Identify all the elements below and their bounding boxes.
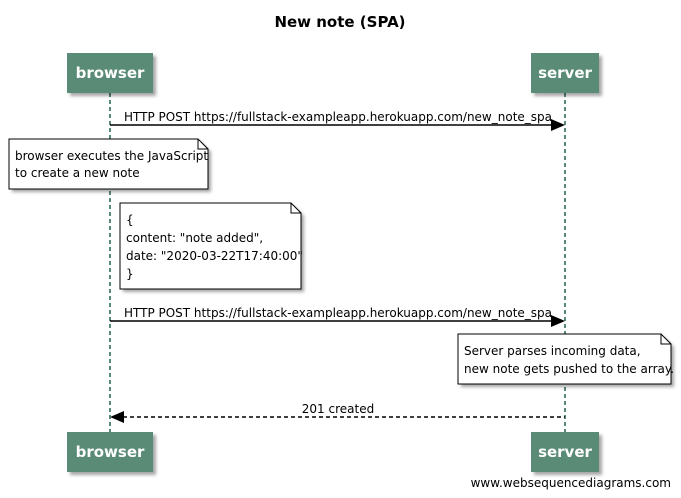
note-fold xyxy=(290,203,301,214)
message-post-2: HTTP POST https://fullstack-exampleapp.h… xyxy=(110,306,565,327)
note-server-parses: Server parses incoming data, new note ge… xyxy=(457,333,674,385)
participant-server-bottom: server xyxy=(531,432,599,472)
participant-box xyxy=(67,53,153,93)
participant-browser-top: browser xyxy=(67,53,153,93)
message-arrowhead xyxy=(551,119,565,131)
note-line: } xyxy=(126,267,134,281)
note-line: browser executes the JavaScript xyxy=(15,149,208,163)
message-arrowhead xyxy=(551,315,565,327)
participant-label: server xyxy=(538,64,592,82)
note-line: new note gets pushed to the array. xyxy=(464,362,674,376)
note-json-payload: { content: "note added", date: "2020-03-… xyxy=(119,202,303,290)
message-label: HTTP POST https://fullstack-exampleapp.h… xyxy=(124,110,552,124)
participant-box xyxy=(531,432,599,472)
message-post-1: HTTP POST https://fullstack-exampleapp.h… xyxy=(110,110,565,131)
note-line: date: "2020-03-22T17:40:00" xyxy=(126,249,303,263)
note-line: to create a new note xyxy=(15,166,140,180)
message-201-created: 201 created xyxy=(110,402,565,423)
note-outline xyxy=(457,333,672,385)
participant-browser-bottom: browser xyxy=(67,432,153,472)
participant-server-top: server xyxy=(531,53,599,93)
participant-label: server xyxy=(538,443,592,461)
note-fold xyxy=(197,139,208,150)
message-label: HTTP POST https://fullstack-exampleapp.h… xyxy=(124,306,552,320)
note-fold xyxy=(660,334,671,345)
note-box xyxy=(458,334,671,384)
footer-credit: www.websequencediagrams.com xyxy=(471,476,671,490)
participant-box xyxy=(531,53,599,93)
participant-label: browser xyxy=(76,64,145,82)
note-line: { xyxy=(126,213,134,227)
note-line: content: "note added", xyxy=(126,231,263,245)
note-outline xyxy=(119,202,302,290)
diagram-title: New note (SPA) xyxy=(274,13,405,31)
note-browser-executes: browser executes the JavaScript to creat… xyxy=(8,138,209,190)
participant-box xyxy=(67,432,153,472)
note-line: Server parses incoming data, xyxy=(464,344,641,358)
note-box xyxy=(120,203,301,289)
note-box xyxy=(9,139,208,189)
participant-label: browser xyxy=(76,443,145,461)
message-arrowhead xyxy=(110,411,124,423)
message-label: 201 created xyxy=(302,402,374,416)
note-outline xyxy=(8,138,209,190)
